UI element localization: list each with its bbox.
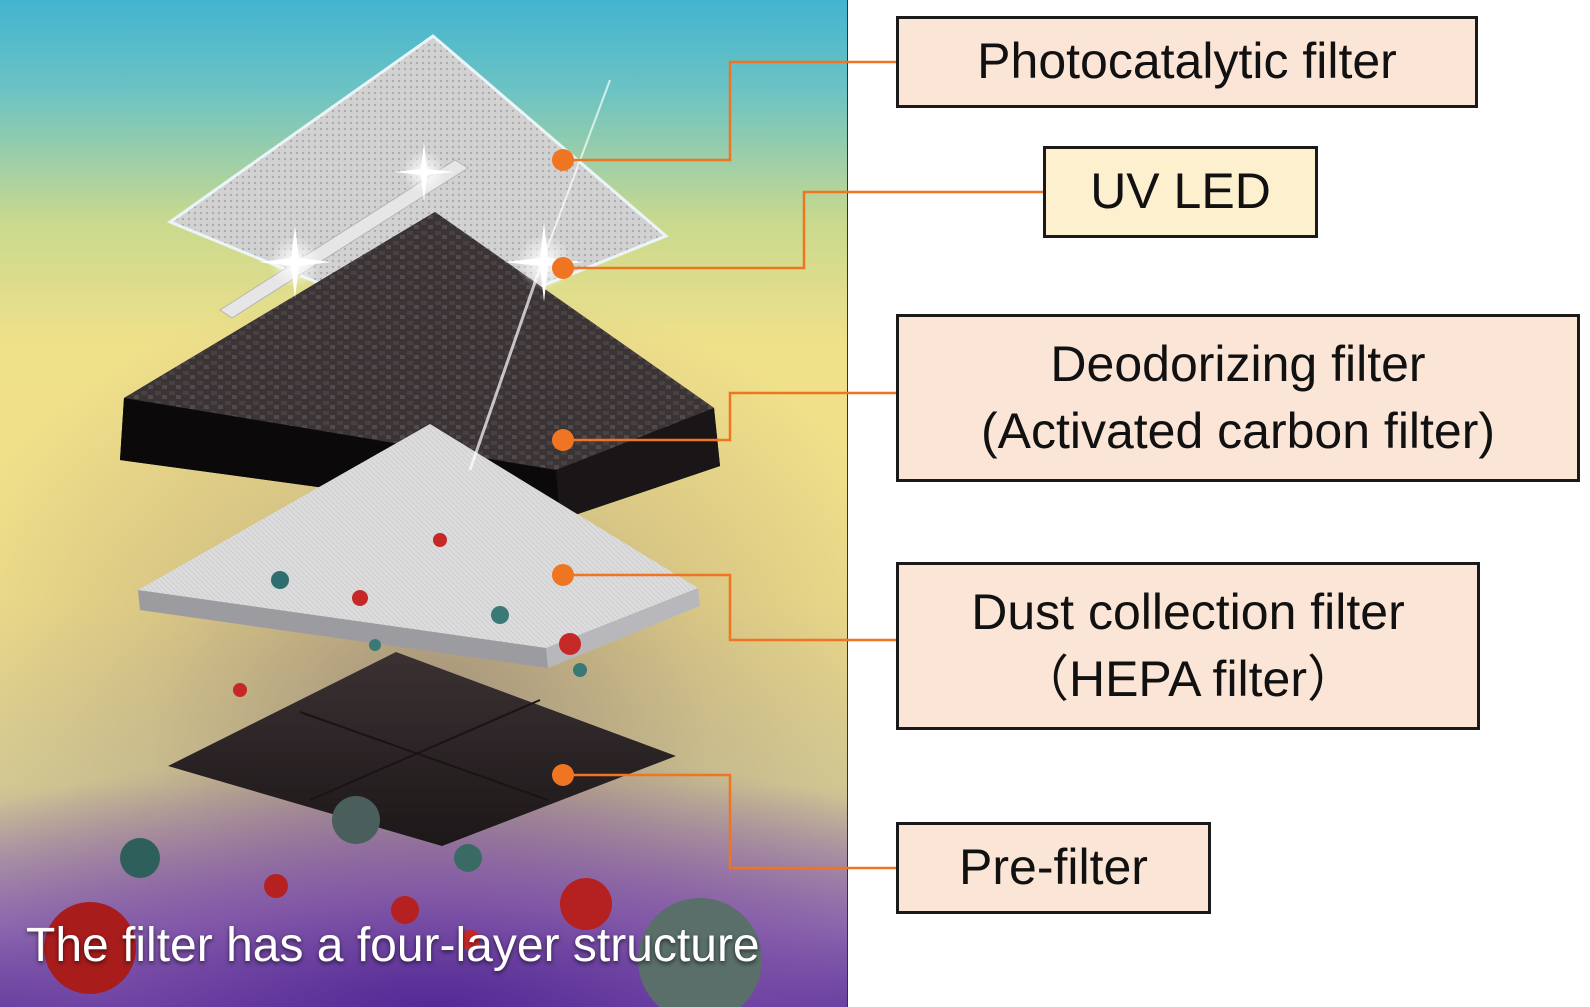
label-dust-line2: （HEPA filter） <box>1019 646 1357 714</box>
filter-illustration-panel: The filter has a four-layer structure <box>0 0 848 1007</box>
label-deodorizing-line2: (Activated carbon filter) <box>981 398 1495 466</box>
exploded-filter-illustration <box>0 0 848 1007</box>
label-uv-led-text: UV LED <box>1090 158 1271 226</box>
pre-filter-layer <box>168 652 676 846</box>
label-dust-collection-filter: Dust collection filter （HEPA filter） <box>896 562 1480 730</box>
label-photocatalytic-filter: Photocatalytic filter <box>896 16 1478 108</box>
label-photocatalytic-text: Photocatalytic filter <box>977 28 1397 96</box>
label-pre-filter: Pre-filter <box>896 822 1211 914</box>
structure-caption: The filter has a four-layer structure <box>26 918 760 973</box>
label-dust-line1: Dust collection filter <box>971 579 1405 647</box>
label-deodorizing-line1: Deodorizing filter <box>1050 331 1425 399</box>
label-deodorizing-filter: Deodorizing filter (Activated carbon fil… <box>896 314 1580 482</box>
label-prefilter-text: Pre-filter <box>959 834 1148 902</box>
label-uv-led: UV LED <box>1043 146 1318 238</box>
